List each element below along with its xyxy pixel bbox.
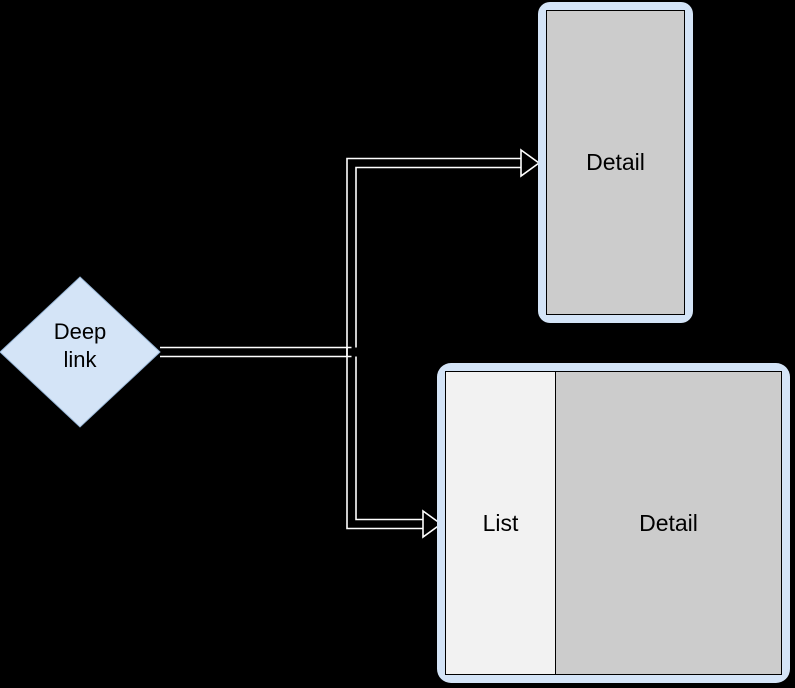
tablet-list-detail-device[interactable]: List Detail — [437, 363, 790, 683]
tablet-detail-pane-label: Detail — [639, 509, 698, 536]
phone-detail-screen-label: Detail — [586, 149, 645, 175]
tablet-list-pane-label: List — [482, 509, 519, 536]
tablet-detail-pane[interactable]: Detail — [556, 372, 781, 674]
edge-to-tablet-list-detail[interactable] — [346, 347, 443, 539]
phone-edge-outer — [346, 157, 522, 357]
phone-detail-device[interactable]: Detail — [538, 2, 693, 323]
phone-edge-arrowhead — [520, 148, 541, 178]
tablet-edge-outer — [346, 347, 424, 530]
edge-deep-link-trunk[interactable] — [160, 346, 352, 358]
deep-link-diamond-shape[interactable] — [0, 276, 161, 428]
tablet-list-pane[interactable]: List — [446, 372, 556, 674]
edge-to-phone-detail[interactable] — [346, 148, 541, 357]
tablet-screen[interactable]: List Detail — [445, 371, 782, 675]
phone-edge-inner — [355, 166, 522, 348]
tablet-edge-inner — [355, 356, 424, 521]
node-deep-link[interactable] — [0, 276, 161, 428]
phone-detail-screen[interactable]: Detail — [546, 10, 685, 315]
